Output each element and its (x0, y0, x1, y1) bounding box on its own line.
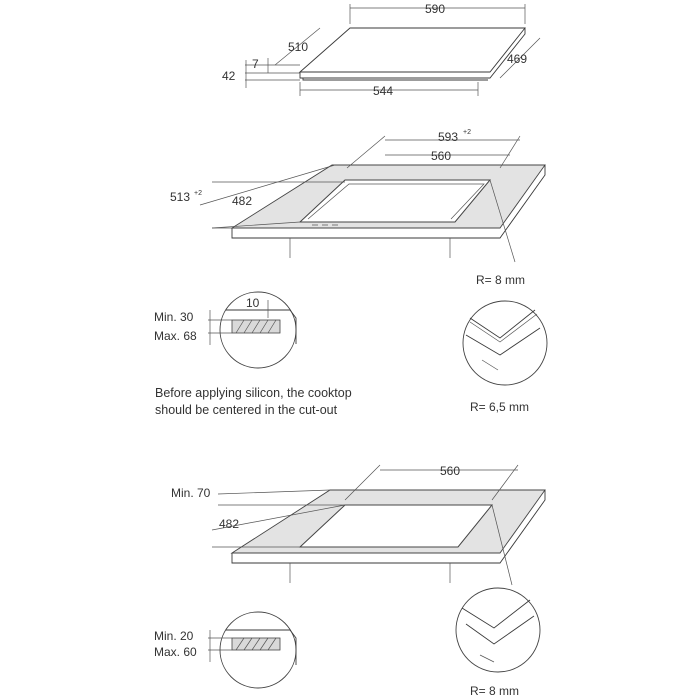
dim-560-a: 560 (431, 149, 451, 163)
cutout-view-a: 593 +2 560 513 +2 482 R= 8 mm R= 6,5 mm … (154, 129, 548, 417)
min-30: Min. 30 (154, 310, 194, 324)
max-60: Max. 60 (154, 645, 197, 659)
dim-513-tol: +2 (194, 190, 202, 197)
note-line-1: Before applying silicon, the cooktop (155, 386, 352, 400)
dim-593-tol: +2 (463, 129, 471, 136)
cutout-view-b: 560 Min. 70 482 R= 8 mm Min. 20 Max. 60 (154, 464, 546, 698)
dim-513: 513 (170, 190, 190, 204)
min-20: Min. 20 (154, 629, 194, 643)
corner-detail-b (455, 587, 541, 673)
radius-b: R= 8 mm (470, 684, 519, 698)
dim-482-b: 482 (219, 517, 239, 531)
radius-outer-a: R= 8 mm (476, 273, 525, 287)
note-line-2: should be centered in the cut-out (155, 403, 338, 417)
dim-7: 7 (252, 57, 259, 71)
cooktop-edge (299, 28, 526, 79)
dim-42: 42 (222, 69, 236, 83)
dim-469: 469 (507, 52, 527, 66)
radius-inner-a: R= 6,5 mm (470, 400, 529, 414)
dim-560-b: 560 (440, 464, 460, 478)
gap-10: 10 (246, 296, 260, 310)
corner-detail-a (462, 300, 548, 386)
cooktop-dimensions-view: 590 510 469 544 7 42 (222, 2, 541, 98)
dim-593: 593 (438, 130, 458, 144)
dim-544: 544 (373, 84, 393, 98)
dim-590: 590 (425, 2, 445, 16)
max-68: Max. 68 (154, 329, 197, 343)
dim-482-a: 482 (232, 194, 252, 208)
cooktop-body (302, 78, 488, 81)
dim-510: 510 (288, 40, 308, 54)
cooktop-top-plate (298, 27, 526, 73)
min-70: Min. 70 (171, 486, 211, 500)
